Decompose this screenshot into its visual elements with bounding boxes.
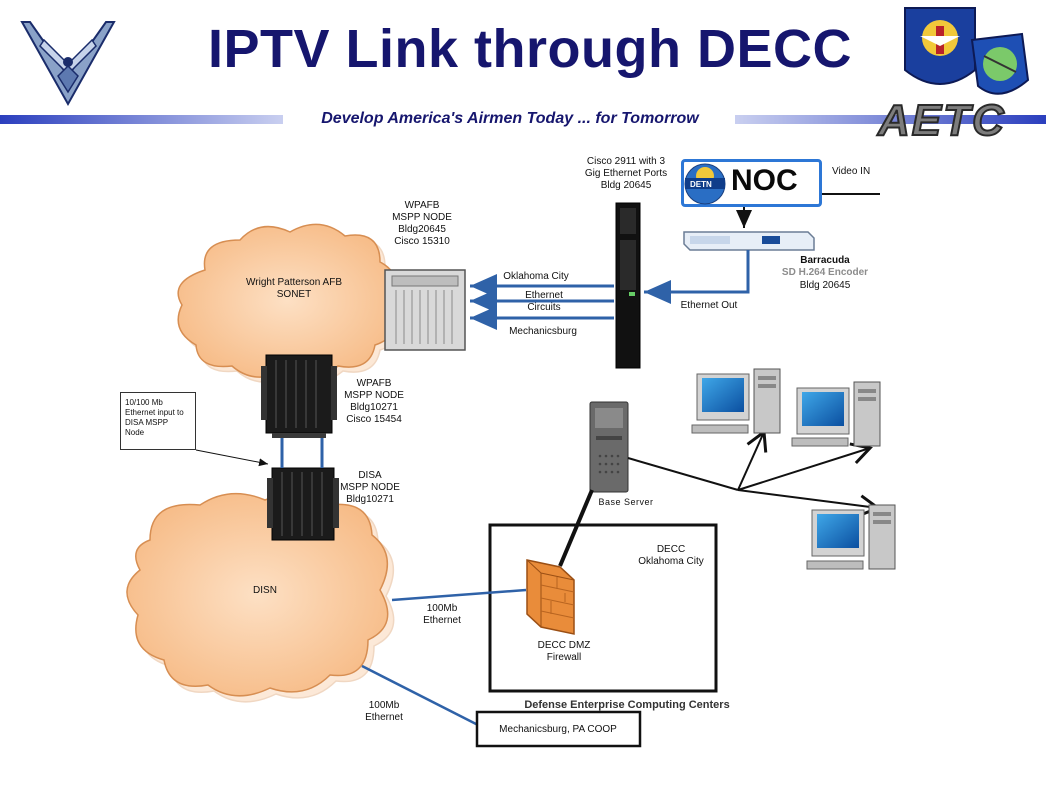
- server-hub-line: [627, 457, 739, 491]
- mechanicsburg-coop-label: Mechanicsburg, PA COOP: [499, 724, 617, 735]
- decc-caption: Defense Enterprise Computing Centers: [524, 699, 730, 711]
- desktop-computer-icon: [806, 504, 896, 570]
- noc-label: NOC: [731, 164, 798, 197]
- mechanicsburg-label: Mechanicsburg: [509, 326, 577, 337]
- ethernet-note-box: [120, 392, 196, 450]
- cisco-2911-router: [615, 202, 641, 369]
- to-workstation-2: [737, 442, 873, 491]
- decc-okc-label: DECC Oklahoma City: [638, 544, 704, 567]
- mechanicsburg-coop-box: [475, 710, 642, 748]
- oklahoma-city-label: Oklahoma City: [503, 271, 569, 282]
- barracuda-model-label: SD H.264 Encoder: [781, 267, 869, 278]
- air-force-symbol-icon: [20, 21, 116, 107]
- to-workstation-1: [737, 429, 768, 491]
- tower-server-icon: [589, 401, 629, 493]
- desktop-computer-icon: [791, 381, 881, 447]
- disa-mspp-unit: [267, 467, 339, 541]
- note-pointer-arrow: [195, 449, 269, 467]
- wright-patterson-cloud: [177, 223, 403, 383]
- brick-firewall-icon: [526, 559, 575, 635]
- page-title: IPTV Link through DECC: [208, 19, 852, 79]
- detn-label: DETN: [690, 180, 712, 189]
- barracuda-bldg-label: Bldg 20645: [799, 280, 851, 291]
- ethernet-circuits-label: Ethernet Circuits: [525, 290, 563, 313]
- cisco-router-label: Cisco 2911 with 3 Gig Ethernet Ports Bld…: [584, 156, 668, 191]
- mspp-connector-bar: [272, 433, 326, 438]
- tagline: Develop America's Airmen Today ... for T…: [321, 110, 699, 127]
- ethernet-note-text: 10/100 Mb Ethernet input to DISA MSPP No…: [125, 398, 184, 437]
- link-100mb-upper-label: 100Mb Ethernet: [423, 603, 461, 626]
- aetc-logo-text: AETC: [877, 95, 1006, 146]
- wpafb-mspp-top-label: WPAFB MSPP NODE Bldg20645 Cisco 15310: [392, 200, 452, 247]
- disn-label: DISN: [253, 585, 277, 596]
- wright-patterson-label: Wright Patterson AFB SONET: [246, 277, 342, 300]
- barracuda-name-label: Barracuda: [800, 255, 850, 266]
- disa-mspp-label: DISA MSPP NODE Bldg10271: [340, 470, 400, 505]
- wpafb-mspp-15454-unit: [261, 354, 337, 434]
- air-university-shield-icon: [970, 32, 1030, 95]
- wpafb-mspp-mid-label: WPAFB MSPP NODE Bldg10271 Cisco 15454: [344, 378, 404, 425]
- header-rule-left: [0, 115, 283, 124]
- video-in-label: Video IN: [832, 166, 871, 177]
- ethernet-out-label: Ethernet Out: [680, 300, 738, 311]
- disn-mechanicsburg-link: [361, 664, 479, 727]
- header-rule-right: [735, 115, 1046, 124]
- disn-decc-link: [391, 588, 527, 602]
- desktop-computer-icon: [691, 368, 781, 434]
- firewall-server-link: [558, 489, 594, 567]
- aetc-shield-icon: [904, 7, 976, 85]
- disn-cloud: [126, 492, 395, 703]
- barracuda-encoder: [683, 231, 815, 251]
- link-100mb-lower-label: 100Mb Ethernet: [365, 700, 403, 723]
- decc-firewall-label: DECC DMZ Firewall: [537, 640, 591, 663]
- to-workstation-3: [737, 489, 882, 518]
- base-server-label: Base Server: [598, 497, 654, 507]
- cisco-15310-chassis: [384, 269, 466, 351]
- ethernet-out-link: [644, 250, 750, 304]
